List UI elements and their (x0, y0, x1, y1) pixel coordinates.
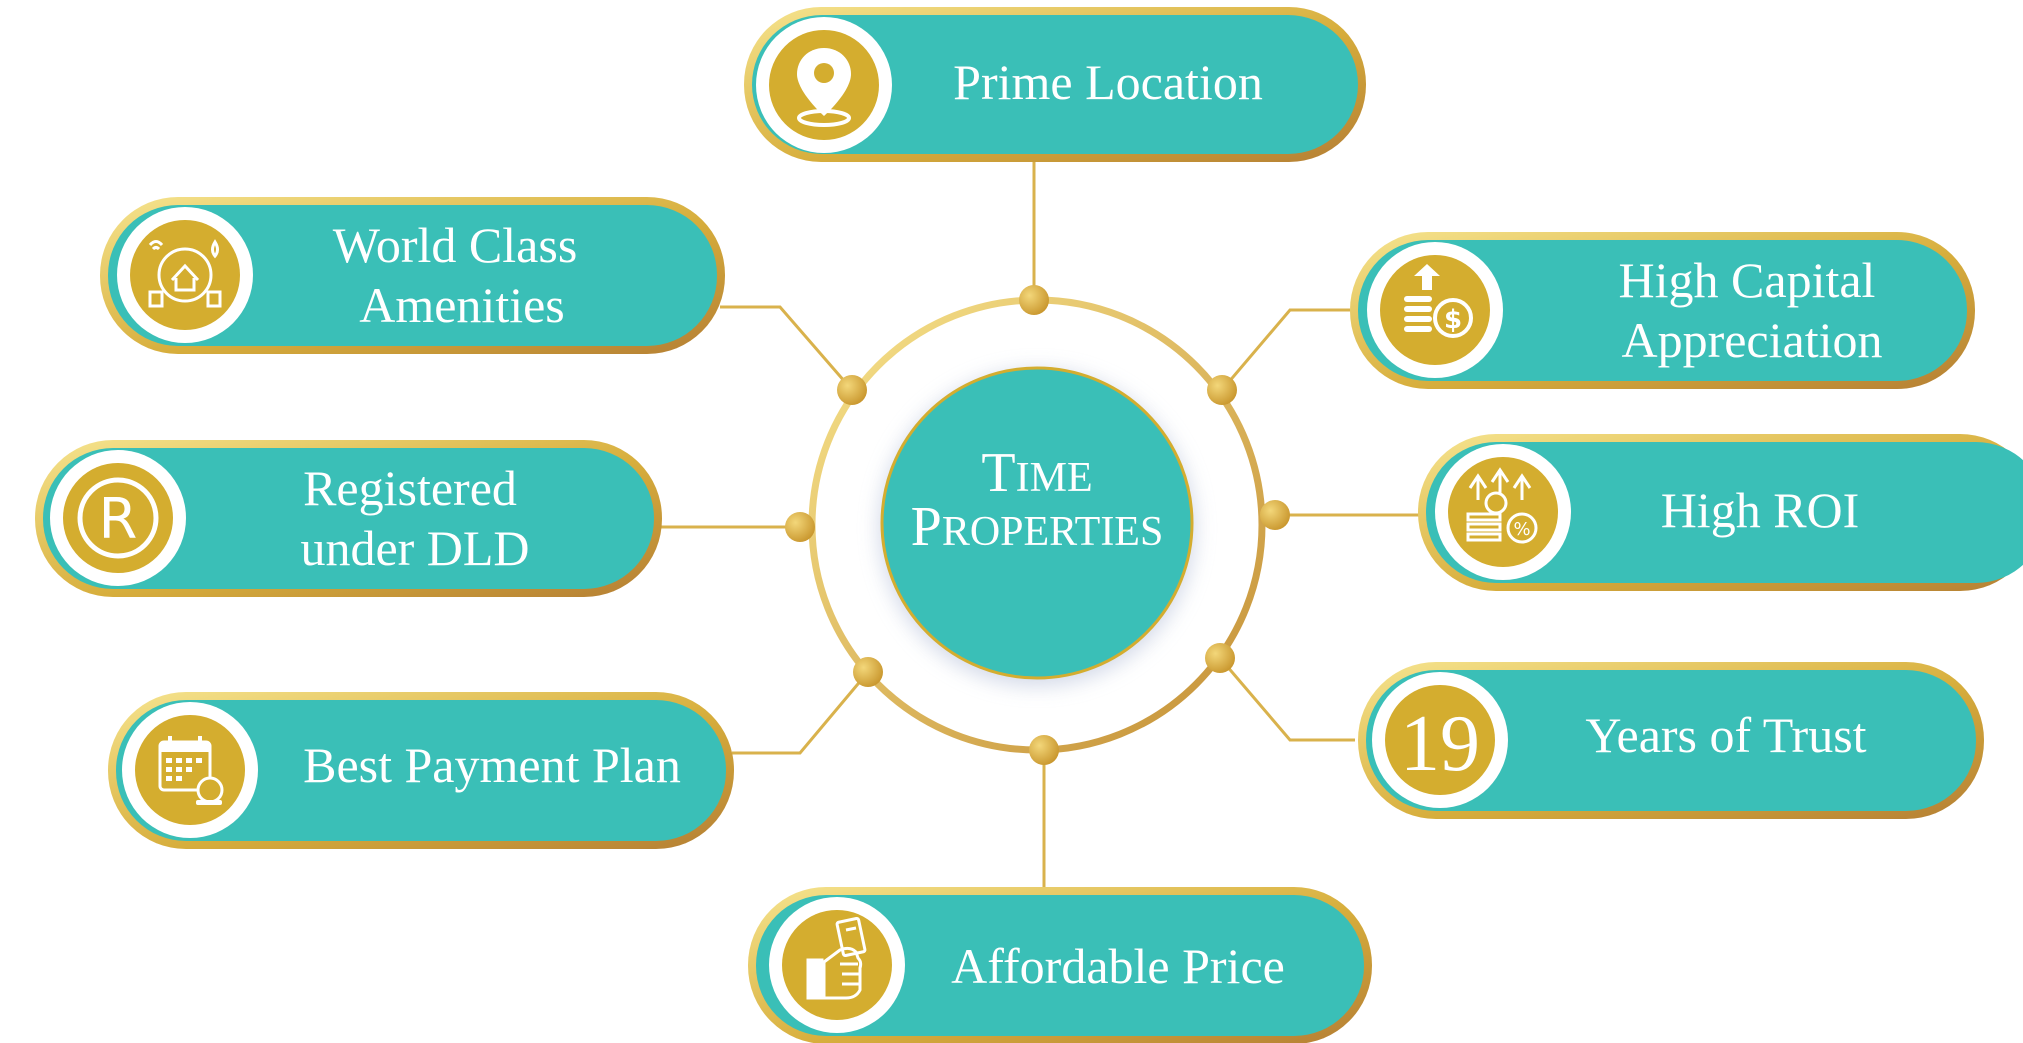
ring-dot (1260, 500, 1290, 530)
ring-dot (837, 375, 867, 405)
connector-world-class-amenities (720, 305, 854, 391)
feature-label-prime-location: Prime Location (953, 54, 1263, 110)
growth-coins-percent-icon: % (1466, 467, 1538, 544)
center-circle (880, 366, 1194, 680)
connector-years-of-trust (1218, 657, 1355, 742)
number-19-badge: 19 (1400, 700, 1480, 788)
svg-text:R: R (99, 487, 138, 552)
feature-label-world-class-amenities-1: World Class (333, 217, 578, 273)
ring-dot (785, 512, 815, 542)
ring-dots (785, 285, 1290, 765)
ring-dot (1205, 643, 1235, 673)
center-hub: TIME PROPERTIES (808, 296, 1266, 754)
feature-label-high-capital-appreciation-1: High Capital (1619, 252, 1876, 308)
feature-label-registered-under-dld-2: under DLD (300, 520, 529, 576)
connector-high-capital-appreciation (1220, 308, 1350, 391)
connector-best-payment-plan (732, 671, 870, 755)
registered-trademark-icon: R (77, 477, 159, 559)
feature-label-years-of-trust: Years of Trust (1585, 707, 1866, 763)
ring-dot (1019, 285, 1049, 315)
feature-years-of-trust: 19 Years of Trust (1358, 662, 1984, 819)
feature-high-roi: % High ROI (1418, 434, 2023, 591)
feature-label-best-payment-plan: Best Payment Plan (303, 737, 681, 793)
smart-home-icon (148, 239, 222, 308)
feature-best-payment-plan: Best Payment Plan (108, 692, 734, 849)
location-pin-icon (797, 48, 851, 127)
ring-dot (853, 657, 883, 687)
feature-prime-location: Prime Location (744, 7, 1366, 162)
ring-dot (1207, 375, 1237, 405)
connectors (660, 160, 1420, 888)
coin-stack-up-arrow-icon: $ (1404, 264, 1473, 338)
hand-holding-money-icon (806, 916, 867, 1000)
feature-label-affordable-price: Affordable Price (951, 938, 1285, 994)
svg-text:%: % (1513, 519, 1530, 540)
feature-affordable-price: Affordable Price (748, 887, 1372, 1043)
feature-high-capital-appreciation: $ High Capital Appreciation (1350, 232, 1975, 389)
center-title-line1: TIME (981, 442, 1092, 504)
svg-text:$: $ (1444, 305, 1462, 335)
center-title-line2: PROPERTIES (911, 496, 1164, 558)
feature-label-world-class-amenities-2: Amenities (359, 277, 565, 333)
feature-registered-under-dld: R Registered under DLD (35, 440, 662, 597)
calendar-coins-icon (158, 736, 224, 805)
feature-world-class-amenities: World Class Amenities (100, 197, 725, 354)
ring-dot (1029, 735, 1059, 765)
feature-label-high-capital-appreciation-2: Appreciation (1621, 312, 1882, 368)
feature-label-high-roi: High ROI (1661, 482, 1860, 538)
feature-label-registered-under-dld-1: Registered (303, 460, 517, 516)
